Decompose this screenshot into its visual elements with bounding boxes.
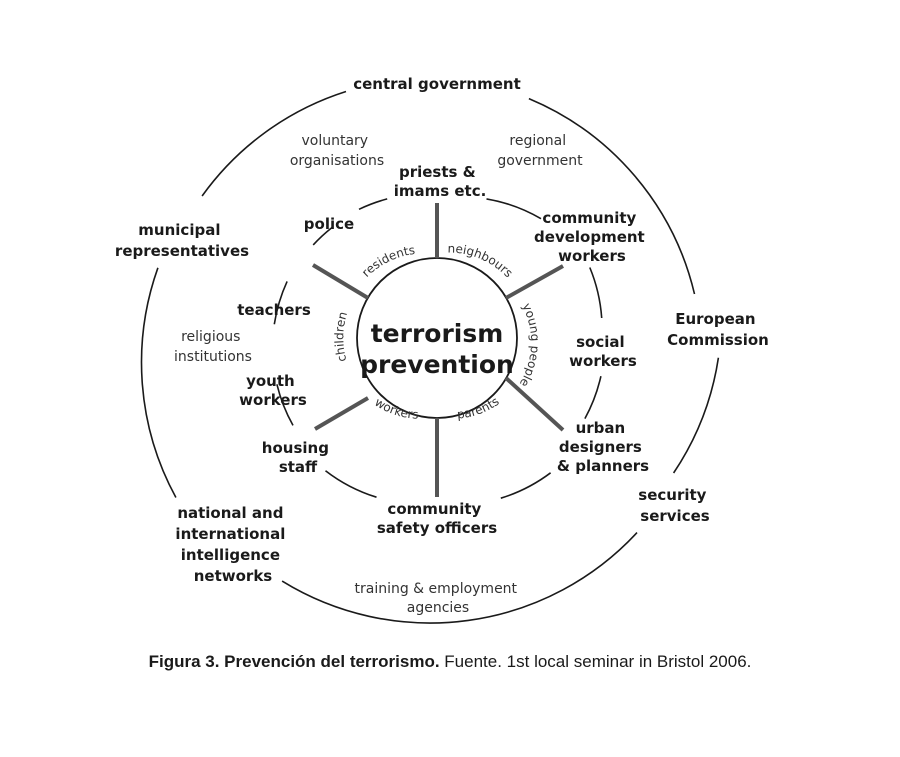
terrorism-prevention-diagram: residents neighbours young people childr… xyxy=(115,75,769,624)
spoke-lower-right xyxy=(504,376,565,432)
spokes xyxy=(311,203,565,497)
label-police: police xyxy=(304,215,354,233)
middle-ring-labels: priests & imams etc. community developme… xyxy=(237,163,650,537)
label-urban-designers-planners: urban designers & planners xyxy=(557,419,649,475)
center-title-line2: prevention xyxy=(360,350,514,379)
center-title-line1: terrorism xyxy=(371,319,504,348)
outer-ring-labels: central government voluntary organisatio… xyxy=(115,75,769,616)
outer-ring xyxy=(140,90,720,624)
label-community-development-workers: community development workers xyxy=(534,209,650,265)
label-training-employment-agencies: training & employment agencies xyxy=(355,581,522,616)
label-central-government: central government xyxy=(353,75,521,93)
arc-label-young-people: young people xyxy=(517,301,542,389)
arc-label-parents: parents xyxy=(456,394,501,422)
label-security-services: security services xyxy=(638,486,711,525)
figure-caption: Figura 3. Prevención del terrorismo. Fue… xyxy=(0,652,900,672)
label-priests-imams: priests & imams etc. xyxy=(394,163,487,200)
caption-source: Fuente. 1st local seminar in Bristol 200… xyxy=(439,652,752,671)
label-voluntary-organisations: voluntary organisations xyxy=(290,133,384,169)
label-religious-institutions: religious institutions xyxy=(174,329,252,365)
label-youth-workers: youth workers xyxy=(239,372,307,409)
label-municipal-representatives: municipal representatives xyxy=(115,221,249,260)
label-intelligence-networks: national and international intelligence … xyxy=(175,504,290,585)
arc-label-children: children xyxy=(332,310,350,363)
label-regional-government: regional government xyxy=(497,133,583,169)
label-social-workers: social workers xyxy=(569,333,637,370)
spoke-upper-left xyxy=(311,263,370,300)
caption-bold: Figura 3. Prevención del terrorismo. xyxy=(148,652,440,671)
middle-ring xyxy=(273,198,603,499)
label-european-commission: European Commission xyxy=(667,310,769,349)
label-housing-staff: housing staff xyxy=(262,439,334,476)
spoke-lower-left xyxy=(313,396,370,431)
spoke-upper-right xyxy=(505,264,564,300)
label-community-safety-officers: community safety officers xyxy=(377,500,497,537)
label-teachers: teachers xyxy=(237,301,311,319)
arc-label-workers: workers xyxy=(372,395,419,422)
